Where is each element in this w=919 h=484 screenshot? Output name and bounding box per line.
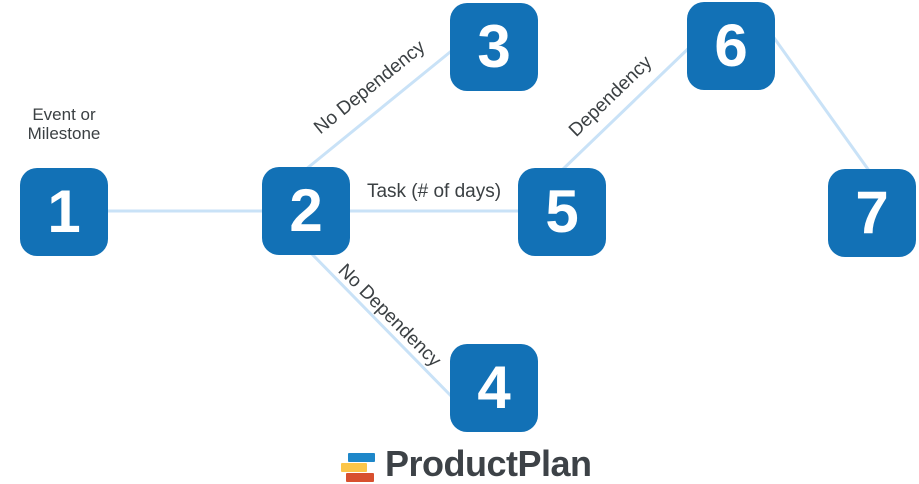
event-or-milestone-label: Event or Milestone xyxy=(27,105,101,144)
productplan-logo-icon xyxy=(341,453,377,483)
edge-line-6-7 xyxy=(770,33,872,174)
productplan-logo-text: ProductPlan xyxy=(385,443,592,484)
logo-bar-blue xyxy=(348,453,375,462)
edge-label-no-dependency-bottom: No Dependency xyxy=(333,260,445,372)
logo-bar-yellow xyxy=(341,463,367,472)
node-5: 5 xyxy=(518,168,606,256)
node-2: 2 xyxy=(262,167,350,255)
edge-label-task-days: Task (# of days) xyxy=(366,181,502,202)
node-3-label: 3 xyxy=(477,13,511,80)
productplan-logo: ProductPlan xyxy=(341,446,592,483)
node-4: 4 xyxy=(450,344,538,432)
node-2-label: 2 xyxy=(289,177,323,244)
node-7: 7 xyxy=(828,169,916,257)
node-7-label: 7 xyxy=(855,179,889,246)
node-4-label: 4 xyxy=(477,354,511,421)
edge-label-no-dependency-top: No Dependency xyxy=(310,36,430,139)
node-6-label: 6 xyxy=(714,12,748,79)
edge-label-dependency: Dependency xyxy=(564,52,657,142)
edge-line-5-6 xyxy=(558,43,694,174)
node-3: 3 xyxy=(450,3,538,91)
node-6: 6 xyxy=(687,2,775,90)
node-1: 1 xyxy=(20,168,108,256)
logo-bar-red xyxy=(346,473,374,482)
node-5-label: 5 xyxy=(545,178,579,245)
node-1-label: 1 xyxy=(47,178,81,245)
